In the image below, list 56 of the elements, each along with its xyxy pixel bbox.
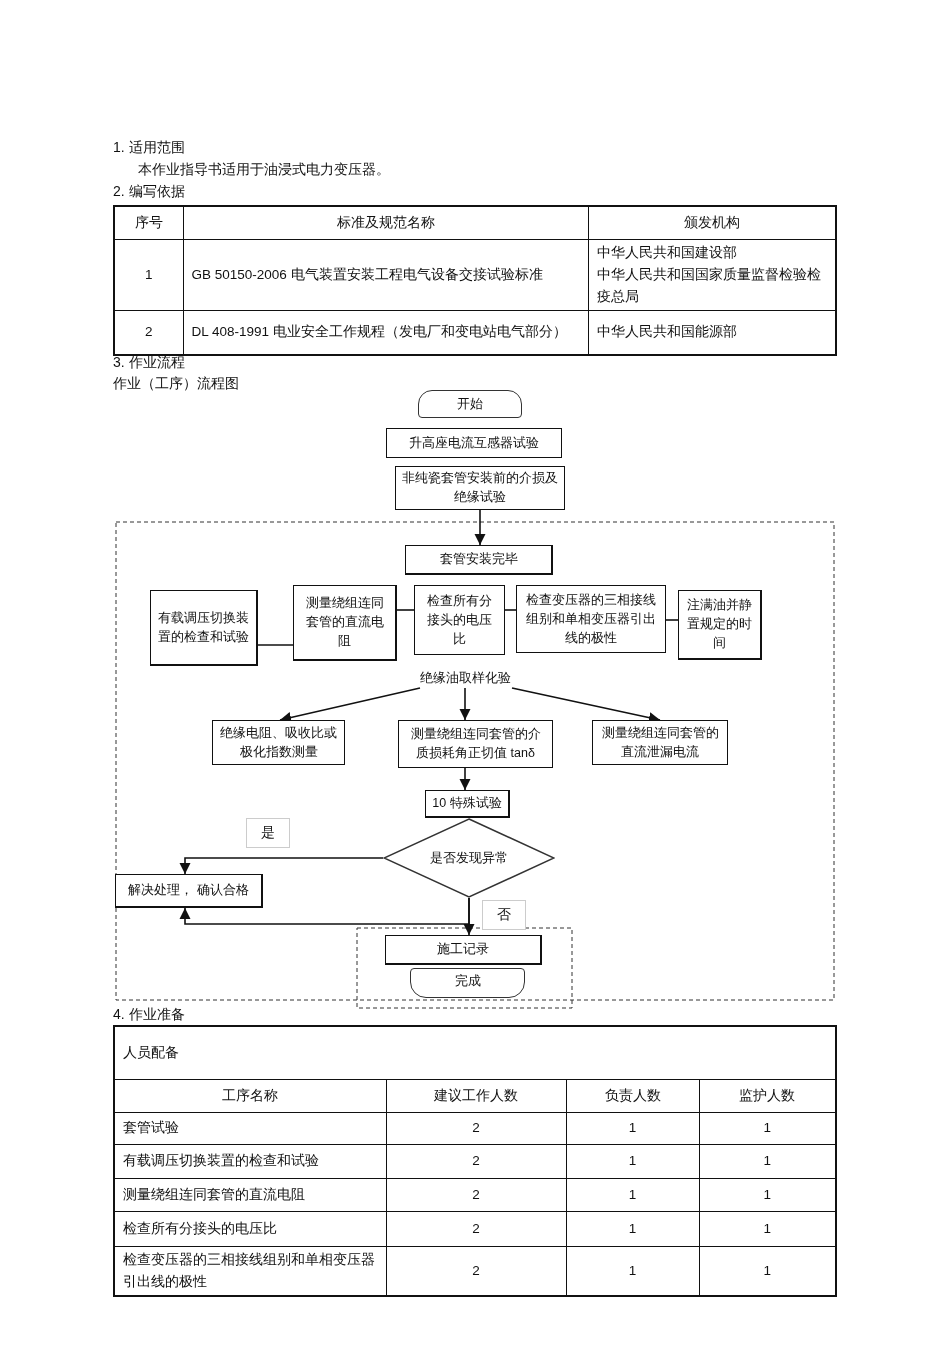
- table-cell: 建议工作人数: [386, 1079, 566, 1112]
- table-cell: 1: [114, 239, 183, 310]
- table-cell: 2: [386, 1211, 566, 1246]
- process-box: 测量绕组连同套管的直流电阻: [293, 585, 397, 661]
- process-box: 施工记录: [385, 935, 542, 965]
- table-cell: 1: [566, 1144, 699, 1178]
- terminal-shape: 开始: [418, 390, 522, 418]
- process-box: 注满油并静置规定的时间: [678, 590, 762, 660]
- section-heading: 2. 编写依据: [113, 183, 185, 201]
- process-box: 测量绕组连同套管的直流泄漏电流: [592, 720, 728, 765]
- arrow: [179, 897, 470, 925]
- table-cell: 负责人数: [566, 1079, 699, 1112]
- table-cell: 1: [566, 1178, 699, 1211]
- process-box: 测量绕组连同套管的介质损耗角正切值 tanδ: [398, 720, 553, 768]
- section-heading: 3. 作业流程: [113, 354, 185, 372]
- table-cell: 工序名称: [114, 1079, 386, 1112]
- process-label: 绝缘油取样化验: [395, 668, 535, 688]
- connector-line: [396, 609, 415, 611]
- process-box: 10 特殊试验: [425, 790, 510, 818]
- arrow: [459, 687, 471, 721]
- section-heading: 1. 适用范围: [113, 139, 185, 157]
- process-box: 非纯瓷套管安装前的介损及绝缘试验: [395, 466, 565, 510]
- table-cell: GB 50150-2006 电气装置安装工程电气设备交接试验标准: [183, 239, 588, 310]
- connector-line: [504, 609, 517, 611]
- process-box: 绝缘电阻、吸收比或极化指数测量: [212, 720, 345, 765]
- table-cell: 有载调压切换装置的检查和试验: [114, 1144, 386, 1178]
- arrow: [459, 767, 471, 791]
- process-box: 解决处理， 确认合格: [115, 874, 263, 908]
- terminal-shape: 完成: [410, 968, 525, 998]
- process-box: 检查变压器的三相接线组别和单相变压器引出线的极性: [516, 585, 666, 653]
- table-cell: 2: [386, 1112, 566, 1144]
- body-text: 本作业指导书适用于油浸式电力变压器。: [138, 161, 390, 179]
- table-cell: 1: [566, 1211, 699, 1246]
- cell-text: 中华人民共和国建设部: [596, 243, 738, 262]
- edge-label: 是: [246, 818, 290, 848]
- table-cell: 测量绕组连同套管的直流电阻: [114, 1178, 386, 1211]
- subheading: 作业（工序）流程图: [113, 375, 239, 393]
- table-cell: 标准及规范名称: [183, 206, 588, 239]
- connector-line: [665, 619, 679, 621]
- process-box: 有载调压切换装置的检查和试验: [150, 590, 258, 666]
- table-cell: 套管试验: [114, 1112, 386, 1144]
- table-cell: 2: [386, 1178, 566, 1211]
- section-heading: 4. 作业准备: [113, 1006, 185, 1024]
- process-box: 检查所有分接头的电压比: [414, 585, 505, 655]
- connector-line: [257, 644, 294, 646]
- arrow: [474, 509, 486, 546]
- arrow: [179, 857, 384, 875]
- decision-diamond: 是否发现异常: [383, 818, 555, 898]
- table-cell: 序号: [114, 206, 183, 239]
- table-cell: 1: [566, 1112, 699, 1144]
- process-box: 升高座电流互感器试验: [386, 428, 562, 458]
- edge-label: 否: [482, 900, 526, 930]
- process-box: 套管安装完毕: [405, 545, 553, 575]
- table-cell: 检查所有分接头的电压比: [114, 1211, 386, 1246]
- cell-text: 中华人民共和国国家质量监督检验检疫总局: [596, 265, 822, 306]
- table-cell: 2: [386, 1144, 566, 1178]
